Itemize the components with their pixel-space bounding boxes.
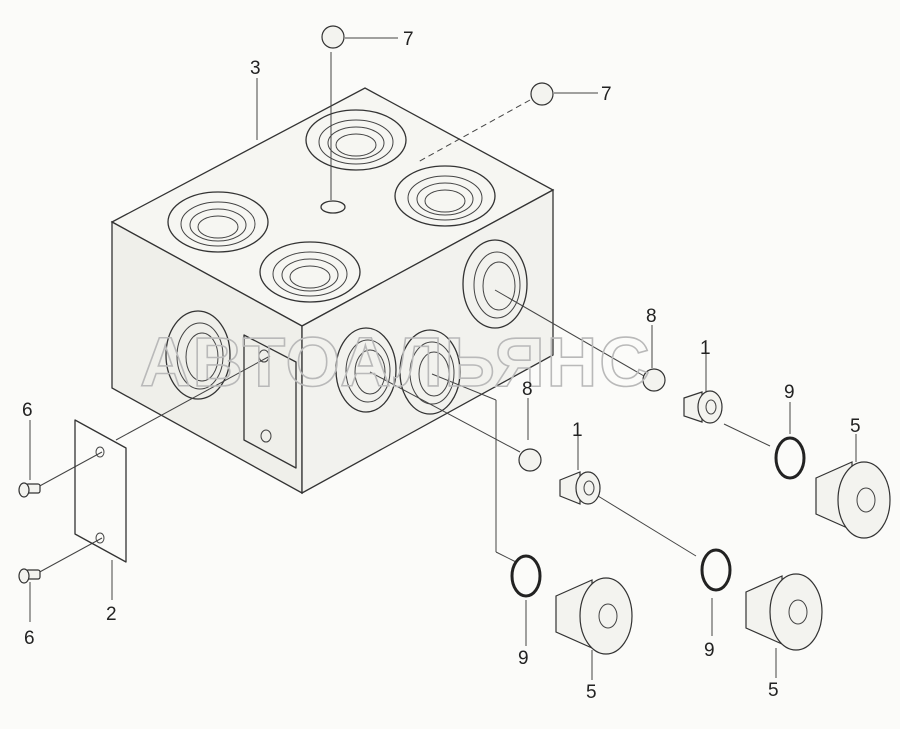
top-port-2 (394, 165, 496, 227)
plug-5-left (555, 577, 633, 655)
valve-block (110, 87, 555, 495)
plug-5-middle (745, 573, 823, 651)
callout-5-left: 5 (586, 682, 597, 703)
callout-8-lower: 8 (522, 379, 533, 400)
top-small-hole (320, 200, 346, 214)
screw-6-upper (18, 482, 41, 498)
callout-2: 2 (106, 604, 117, 625)
ball-7-top (321, 25, 345, 49)
top-port-1 (305, 109, 407, 171)
plug-5-right (815, 461, 891, 539)
plug-1-lower (559, 471, 601, 505)
o-ring-9-right (774, 436, 806, 480)
watermark-text: АВТОАЛЬЯНС (140, 323, 652, 401)
callout-8-upper: 8 (646, 306, 657, 327)
ball-7-right (530, 82, 554, 106)
leader-lines (29, 37, 857, 680)
screw-6-lower (18, 568, 41, 584)
right-port-1 (335, 327, 397, 413)
top-port-4 (259, 241, 361, 303)
callout-9-left: 9 (518, 648, 529, 669)
right-port-3 (462, 239, 528, 329)
cover-plate (74, 419, 127, 563)
callout-3: 3 (250, 58, 261, 79)
callout-7-right: 7 (601, 84, 612, 105)
callout-1-upper: 1 (700, 338, 711, 359)
ball-8-upper (642, 368, 666, 392)
ball-8-lower (518, 448, 542, 472)
callout-9-middle: 9 (704, 640, 715, 661)
o-ring-9-middle (700, 548, 732, 592)
top-port-3 (167, 191, 269, 253)
right-port-2 (399, 329, 461, 415)
left-port-1 (165, 310, 231, 400)
callout-5-right: 5 (850, 416, 861, 437)
callout-5-middle: 5 (768, 680, 779, 701)
callout-9-right: 9 (784, 382, 795, 403)
callout-7-top: 7 (403, 29, 414, 50)
plug-1-upper (683, 390, 723, 424)
callout-1-lower: 1 (572, 420, 583, 441)
o-ring-9-left (510, 554, 542, 598)
callout-6-upper: 6 (22, 400, 33, 421)
callout-6-lower: 6 (24, 628, 35, 649)
